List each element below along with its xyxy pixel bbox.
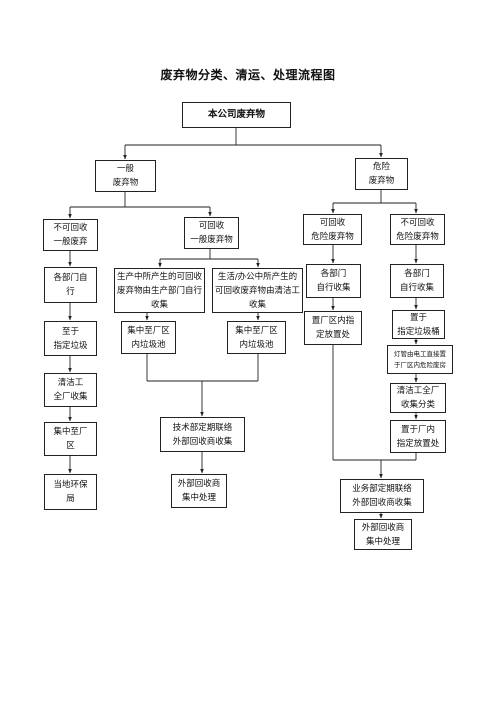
- node-hazardous-recyclable: 可回收 危险废弃物: [303, 214, 362, 245]
- node-haz-nr-departments-self: 各部门 自行收集: [390, 264, 444, 298]
- node-gather-plant: 集中至厂 区: [44, 422, 97, 456]
- node-env-bureau: 当地环保 局: [44, 474, 97, 510]
- node-haz-departments-self: 各部门 自行收集: [306, 264, 361, 298]
- node-general-nonrecyclable: 不可回收 一般废弃: [43, 219, 98, 251]
- node-hazardous-nonrecyclable: 不可回收 危险废弃物: [390, 214, 445, 245]
- node-general-waste: 一般 废弃物: [95, 160, 156, 192]
- node-general-recyclable: 可回收 一般废弃物: [184, 217, 239, 249]
- node-designated-bin: 至于 指定垃圾: [44, 321, 97, 356]
- node-haz-storage-place: 置于厂内 指定放置处: [390, 420, 446, 453]
- node-external-processing: 外部回收商 集中处理: [171, 474, 227, 508]
- node-tech-dept-contact: 技术部定期联络 外部回收商收集: [160, 417, 245, 452]
- node-business-dept-contact: 业务部定期联络 外部回收商收集: [340, 479, 424, 513]
- node-cleaner-sort: 清洁工全厂 收集分类: [390, 383, 446, 413]
- node-production-pool: 集中至厂区 内垃圾池: [121, 321, 176, 354]
- node-departments-self: 各部门自 行: [44, 267, 97, 303]
- node-cleaner-collect: 清洁工 全厂收集: [44, 373, 97, 407]
- node-production-recyclable: 生产中所产生的可回收 废弃物由生产部门自行 收集: [114, 268, 205, 313]
- node-office-pool: 集中至厂区 内垃圾池: [227, 321, 286, 354]
- node-office-recyclable: 生活/办公中所产生的 可回收废弃物由清洁工 收集: [212, 268, 303, 313]
- node-haz-external-processing: 外部回收商 集中处理: [354, 519, 412, 550]
- node-haz-designated-place: 置厂区内指 定放置处: [304, 311, 362, 345]
- node-haz-designated-bin: 置于 指定垃圾桶: [392, 310, 445, 339]
- node-lamp-tube-storage: 灯管由电工直接置 于厂区内危险废房: [387, 345, 453, 374]
- node-company-waste: 本公司废弃物: [182, 102, 291, 128]
- node-hazardous-waste: 危险 废弃物: [355, 158, 408, 190]
- page-title: 废弃物分类、清运、处理流程图: [160, 68, 336, 82]
